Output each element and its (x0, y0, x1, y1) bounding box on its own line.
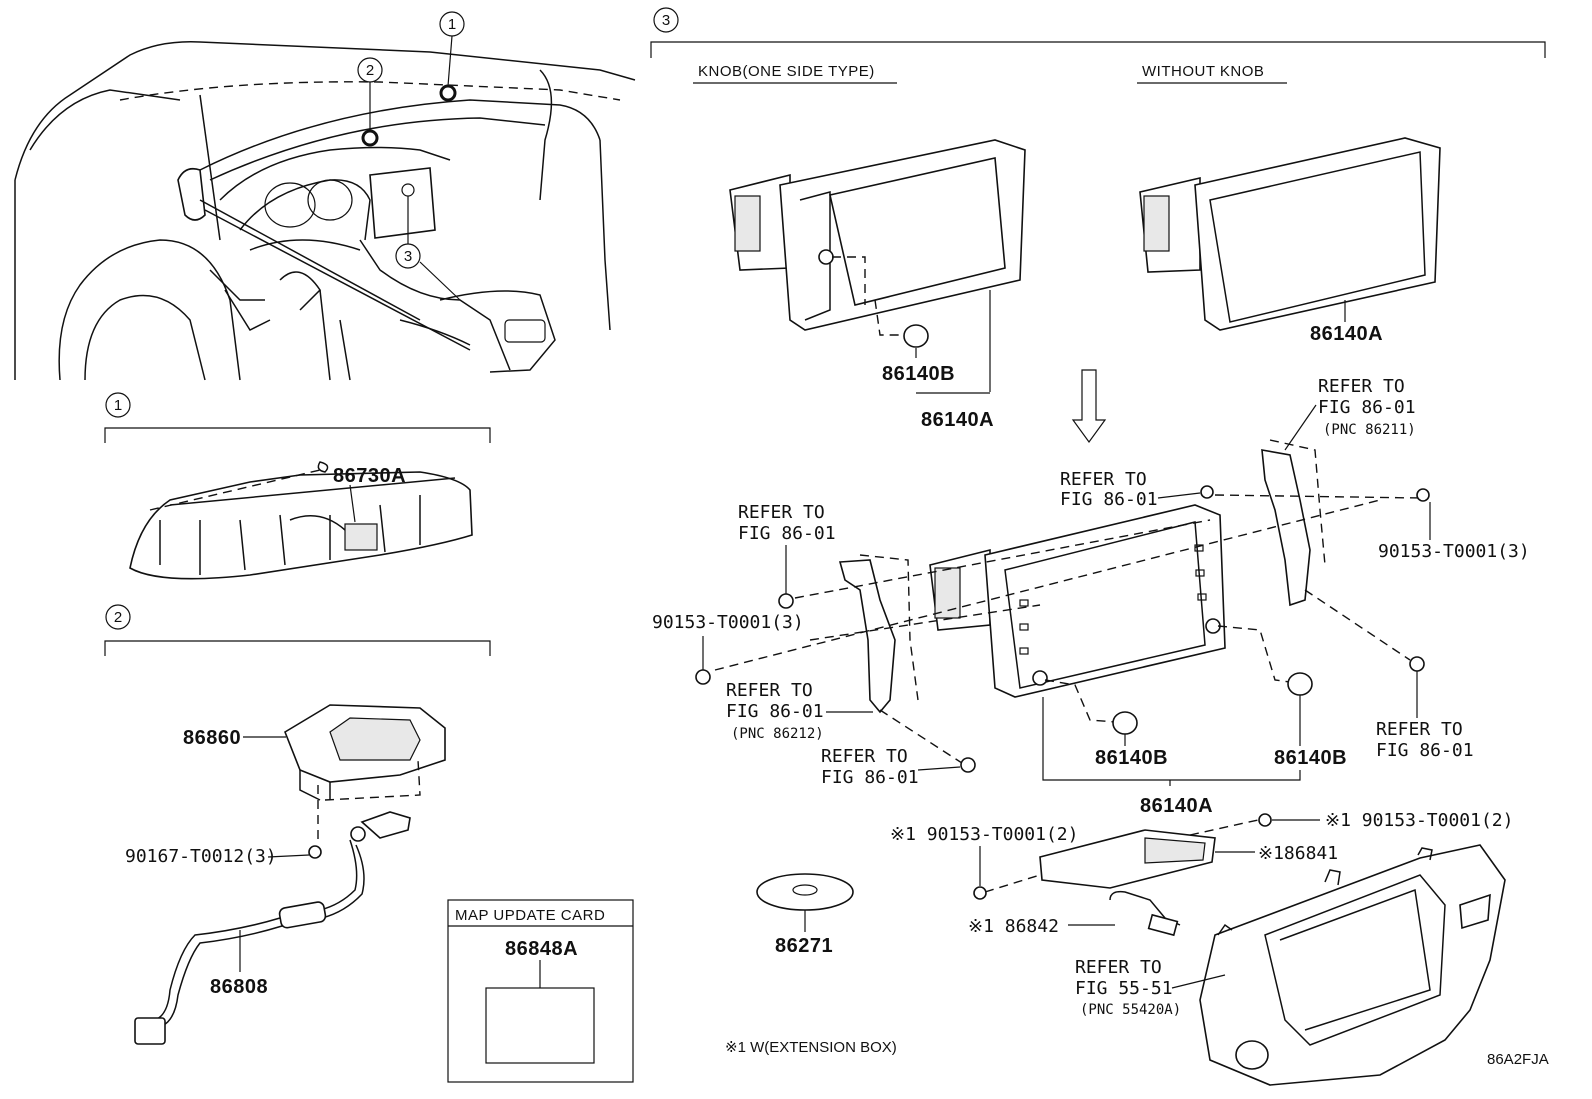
svg-text:(PNC 86211): (PNC 86211) (1323, 422, 1416, 438)
bracket-main-86140A (1042, 697, 1301, 781)
svg-text:REFER TO: REFER TO (1060, 469, 1147, 490)
part-knob-86140B: 86140B (882, 363, 955, 385)
antenna-cable-illustration (134, 811, 411, 1045)
part-86730A: 86730A (333, 465, 406, 487)
svg-text:FIG 55-51: FIG 55-51 (1075, 978, 1173, 999)
ext-bolt-label-left: ※1 90153-T0001(2) (890, 824, 1078, 845)
part-knob-86140A: 86140A (921, 409, 994, 431)
car-interior-illustration (14, 35, 636, 381)
svg-text:REFER TO: REFER TO (821, 746, 908, 767)
disc-86271-illustration (756, 873, 854, 932)
svg-text:(PNC 55420A): (PNC 55420A) (1080, 1002, 1181, 1018)
car-callout-3: 3 (395, 243, 421, 269)
svg-text:(PNC 86212): (PNC 86212) (731, 726, 824, 742)
map-update-card-title: MAP UPDATE CARD (455, 907, 605, 924)
part-86271: 86271 (775, 935, 833, 957)
section-1-bracket (104, 427, 491, 443)
section-2-marker: 2 (105, 604, 131, 630)
svg-text:FIG 86-01: FIG 86-01 (1060, 489, 1158, 510)
extension-box-illustration (973, 813, 1272, 937)
part-86860: 86860 (183, 727, 241, 749)
down-arrow-icon (1071, 369, 1107, 444)
refer-fig-86-01-left-top: REFER TO FIG 86-01 (738, 502, 836, 594)
main-display-exploded-illustration (695, 439, 1430, 773)
ext-bolt-label-right: ※1 90153-T0001(2) (1325, 810, 1513, 831)
section-1-marker: 1 (105, 392, 131, 418)
trim-panel-illustration (1199, 844, 1506, 1086)
part-wk-86140A: 86140A (1310, 323, 1383, 345)
refer-fig-55-51-pnc-55420A: REFER TO FIG 55-51 (PNC 55420A) (1075, 957, 1226, 1018)
display-knob-type-illustration (729, 139, 1026, 348)
refer-fig-86-01-center: REFER TO FIG 86-01 (1060, 469, 1201, 510)
overhead-console-illustration (129, 461, 473, 580)
svg-text:1: 1 (114, 397, 122, 414)
section-3-bracket (650, 41, 1546, 58)
svg-text:REFER TO: REFER TO (726, 680, 813, 701)
svg-text:FIG 86-01: FIG 86-01 (1376, 740, 1474, 761)
svg-text:REFER TO: REFER TO (1075, 957, 1162, 978)
svg-text:FIG 86-01: FIG 86-01 (738, 523, 836, 544)
svg-text:FIG 86-01: FIG 86-01 (1318, 397, 1416, 418)
figure-code: 86A2FJA (1487, 1051, 1549, 1068)
header-without-knob: WITHOUT KNOB (1142, 63, 1264, 80)
svg-text:FIG 86-01: FIG 86-01 (726, 701, 824, 722)
svg-text:REFER TO: REFER TO (1376, 719, 1463, 740)
svg-text:2: 2 (114, 609, 122, 626)
section-3-marker: 3 (653, 7, 679, 33)
part-86841: ※186841 (1258, 843, 1338, 864)
svg-text:REFER TO: REFER TO (1318, 376, 1405, 397)
part-86842: ※1 86842 (968, 916, 1059, 937)
svg-text:2: 2 (366, 62, 374, 79)
bolt-label-left: 90153-T0001(3) (652, 612, 804, 633)
part-86808: 86808 (210, 976, 268, 998)
bolt-label-right: 90153-T0001(3) (1378, 541, 1530, 562)
extension-box-note: ※1 W(EXTENSION BOX) (725, 1039, 897, 1056)
header-knob-one-side: KNOB(ONE SIDE TYPE) (698, 63, 875, 80)
part-86848A: 86848A (505, 938, 578, 960)
svg-text:REFER TO: REFER TO (738, 502, 825, 523)
svg-text:1: 1 (448, 16, 456, 33)
part-main-86140B-left: 86140B (1095, 747, 1168, 769)
antenna-module-illustration (284, 704, 446, 845)
car-callout-1: 1 (439, 11, 465, 37)
refer-fig-86-01-pnc-86212: REFER TO FIG 86-01 (PNC 86212) (726, 680, 873, 742)
refer-fig-86-01-bottom-center: REFER TO FIG 86-01 (821, 746, 961, 788)
car-callout-2: 2 (357, 57, 383, 83)
refer-fig-86-01-right-bottom: REFER TO FIG 86-01 (1376, 671, 1474, 761)
refer-fig-86-01-pnc-86211: REFER TO FIG 86-01 (PNC 86211) (1284, 376, 1416, 451)
section-2-bracket (104, 640, 491, 656)
screw-90167 (267, 845, 322, 859)
map-update-card-box (447, 899, 634, 1083)
part-main-86140A: 86140A (1140, 795, 1213, 817)
svg-text:3: 3 (404, 248, 412, 265)
svg-text:FIG 86-01: FIG 86-01 (821, 767, 919, 788)
svg-text:3: 3 (662, 12, 670, 29)
part-main-86140B-right: 86140B (1274, 747, 1347, 769)
part-90167-T0012: 90167-T0012(3) (125, 846, 277, 867)
display-without-knob-illustration (1139, 137, 1441, 331)
